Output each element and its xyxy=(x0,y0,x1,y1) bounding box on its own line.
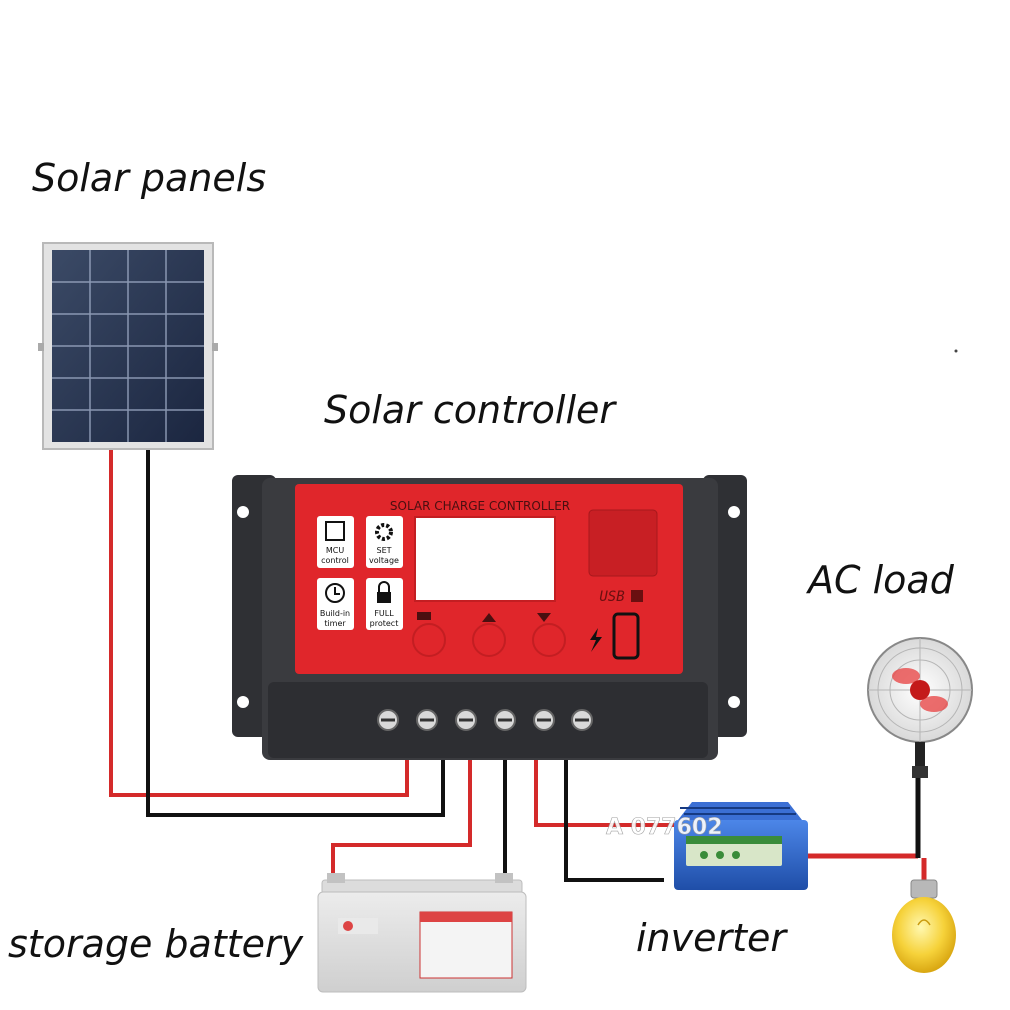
wire-load-positive xyxy=(534,758,684,827)
feature-set-line2: voltage xyxy=(369,556,399,565)
feature-timer-line2: timer xyxy=(324,619,346,628)
menu-button[interactable] xyxy=(412,623,446,657)
label-solar-panels: Solar panels xyxy=(32,156,267,200)
wire-load-negative xyxy=(564,758,664,882)
feature-timer: Build-in timer xyxy=(317,578,354,630)
charge-controller: SOLAR CHARGE CONTROLLER MCU control SET … xyxy=(232,475,747,760)
clock-icon xyxy=(325,583,345,603)
inverter xyxy=(674,802,808,890)
usb-indicator: USB xyxy=(599,589,624,605)
gear-icon xyxy=(375,523,393,541)
feature-set-line1: SET xyxy=(376,546,391,555)
up-arrow-icon xyxy=(482,613,496,622)
feature-set-voltage: SET voltage xyxy=(366,516,403,568)
solar-panel xyxy=(38,242,218,450)
controller-title: SOLAR CHARGE CONTROLLER xyxy=(390,499,570,513)
label-ac-load: AC load xyxy=(808,558,954,602)
feature-mcu-line2: control xyxy=(321,556,349,565)
terminal-screws xyxy=(377,709,593,731)
feature-protect-line1: FULL xyxy=(374,609,394,618)
storage-battery xyxy=(317,873,527,993)
lcd-screen xyxy=(414,516,556,602)
wiring xyxy=(109,448,927,885)
lightning-icon xyxy=(590,628,602,652)
light-bulb xyxy=(892,879,956,973)
speck xyxy=(954,349,958,353)
mount-hole-br xyxy=(728,696,740,708)
watermark: A 077602 xyxy=(606,815,723,840)
phone-icon xyxy=(612,612,640,660)
lock-icon xyxy=(377,592,391,603)
feature-timer-line1: Build-in xyxy=(320,609,350,618)
up-button[interactable] xyxy=(472,623,506,657)
mount-hole-tr xyxy=(728,506,740,518)
solar-panel-grid xyxy=(52,250,204,442)
fan xyxy=(867,637,973,778)
button-row xyxy=(412,612,566,657)
wire-panel-negative xyxy=(146,448,445,817)
menu-icon xyxy=(417,612,431,620)
wire-panel-positive xyxy=(109,448,409,797)
feature-mcu-line1: MCU xyxy=(326,546,344,555)
wire-battery-positive xyxy=(331,756,472,878)
mount-hole-tl xyxy=(237,506,249,518)
down-arrow-icon xyxy=(537,613,551,622)
down-button[interactable] xyxy=(532,623,566,657)
fan-hub xyxy=(910,680,930,700)
feature-full-protect: FULL protect xyxy=(366,578,403,630)
mount-hole-bl xyxy=(237,696,249,708)
terminal-block xyxy=(268,682,708,758)
label-inverter: inverter xyxy=(636,916,787,960)
usb-panel xyxy=(588,509,658,577)
feature-protect-line2: protect xyxy=(370,619,399,628)
feature-mcu: MCU control xyxy=(317,516,354,568)
label-solar-controller: Solar controller xyxy=(324,388,616,432)
label-storage-battery: storage battery xyxy=(8,922,304,966)
chip-icon xyxy=(325,521,345,541)
